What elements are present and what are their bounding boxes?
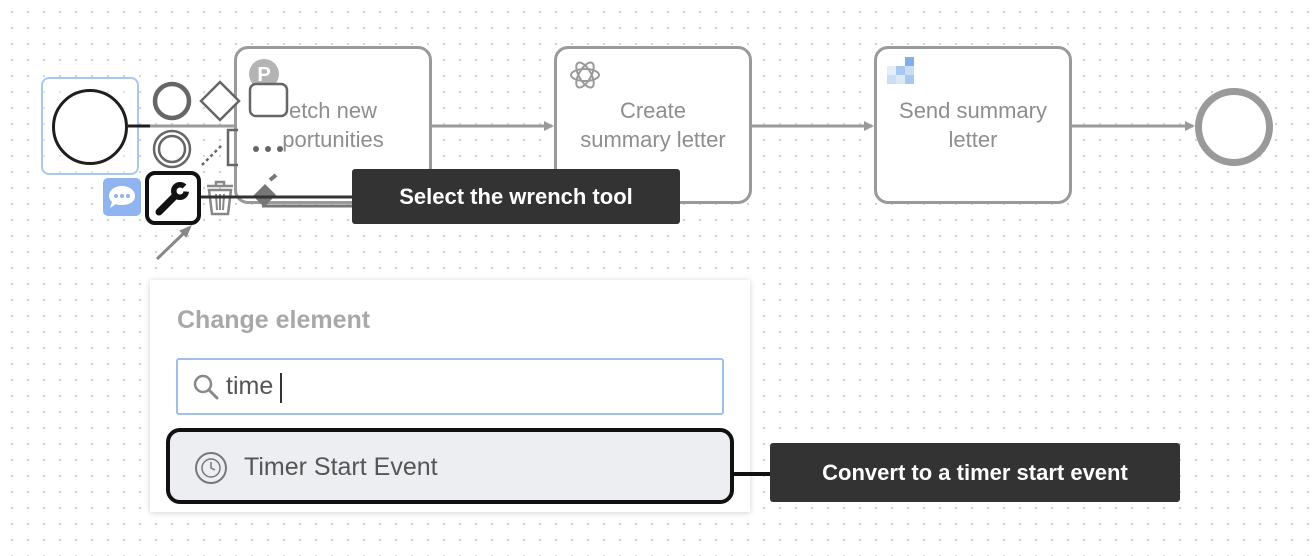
task-icon[interactable] [248,82,289,118]
wrench-tooltip: Select the wrench tool [352,169,680,224]
more-icon[interactable] [253,146,283,152]
wrench-icon[interactable] [145,171,201,225]
task-label: Create summary letter [580,98,726,152]
annotation-icon[interactable] [201,128,238,167]
comment-icon[interactable] [103,178,141,216]
search-input[interactable] [226,366,706,406]
start-event-icon[interactable] [152,81,192,121]
search-icon [192,373,220,406]
convert-tooltip: Convert to a timer start event [770,443,1180,502]
pixel-logo-icon [887,57,923,100]
end-event[interactable] [1195,88,1273,166]
timer-start-event-option[interactable]: Timer Start Event [166,428,734,504]
task-fetch-opportunities[interactable]: P etch new portunities [234,46,432,204]
openai-logo-icon [567,57,603,100]
timer-icon [194,451,228,490]
change-element-popup: Change element Timer Start Event [150,280,750,512]
svg-text:P: P [257,64,270,86]
task-label: Send summary letter [899,98,1047,152]
start-event[interactable] [52,89,128,165]
result-label: Timer Start Event [244,453,438,481]
task-send-summary-letter[interactable]: Send summary letter [874,46,1072,204]
search-box[interactable] [176,358,724,415]
text-caret [280,373,282,403]
task-label: etch new portunities [282,98,384,152]
connect-arrow-icon[interactable] [155,225,192,261]
p-badge-icon: P [247,57,281,98]
gateway-icon[interactable] [199,80,241,122]
popup-title: Change element [177,306,371,334]
intermediate-event-icon[interactable] [152,129,192,169]
